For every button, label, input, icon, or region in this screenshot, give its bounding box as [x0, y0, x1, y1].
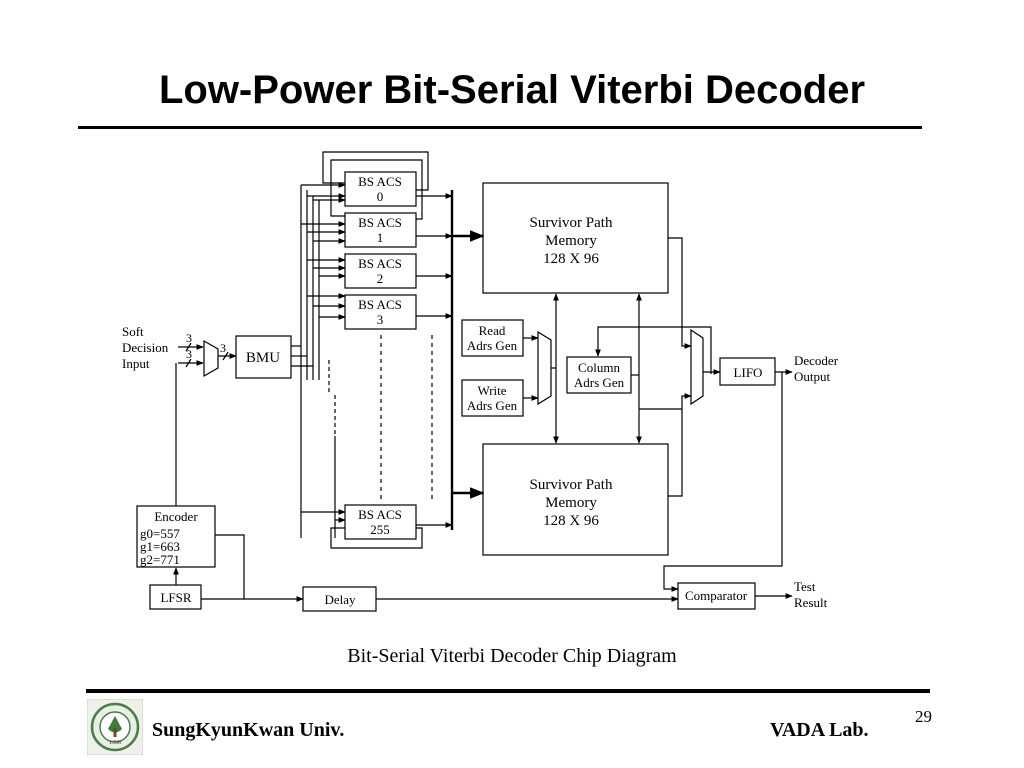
bus-width-bottom: 3: [186, 347, 192, 361]
acs-255-name: BS ACS: [358, 507, 402, 522]
acs-block-2: [344, 253, 417, 289]
footer-lab: VADA Lab.: [770, 719, 869, 741]
bus-slash-b: [185, 358, 192, 368]
comparator-label: Comparator: [685, 588, 748, 603]
column-gen-line-2: Adrs Gen: [574, 375, 625, 390]
output-to-comparator: [663, 372, 783, 592]
page-number: 29: [915, 707, 932, 726]
acs-0-index: 0: [377, 189, 384, 204]
delay-label: Delay: [324, 592, 356, 607]
encoder-to-delay: [215, 534, 245, 599]
bus-width-bmu: 3: [220, 341, 226, 355]
bus-slash-a: [185, 342, 192, 352]
diagram-caption: Bit-Serial Viterbi Decoder Chip Diagram: [347, 645, 677, 667]
mem-bottom-out: [668, 409, 683, 497]
bus-slash-c: [222, 351, 229, 361]
bus-width-top: 3: [186, 331, 192, 345]
column-feedback: [595, 326, 712, 374]
title-divider: [78, 126, 922, 129]
acs-block-1: [344, 212, 417, 248]
input-mux: [203, 339, 219, 378]
acs-255-feedback: [330, 527, 423, 549]
read-gen-line-2: Adrs Gen: [467, 338, 518, 353]
memory-top-line-2: Memory: [545, 233, 597, 249]
logo-year: 1398: [109, 740, 121, 746]
mem-top-out: [668, 237, 692, 349]
acs-1-name: BS ACS: [358, 215, 402, 230]
output-mux: [690, 328, 704, 406]
output-label-2: Output: [794, 369, 831, 384]
memory-bottom-line-2: Memory: [545, 495, 597, 511]
output-label-1: Decoder: [794, 353, 839, 368]
address-mux: [537, 330, 552, 406]
write-gen-line-2: Adrs Gen: [467, 398, 518, 413]
university-logo: 1398: [87, 699, 143, 755]
memory-top-line-1: Survivor Path: [530, 215, 613, 231]
acs-2-index: 2: [377, 271, 384, 286]
column-gen-line-1: Column: [578, 360, 620, 375]
test-label-2: Result: [794, 595, 828, 610]
lfsr-label: LFSR: [160, 590, 191, 605]
lifo-label: LIFO: [734, 365, 763, 380]
footer-divider: [86, 689, 930, 693]
memory-bottom-line-1: Survivor Path: [530, 477, 613, 493]
write-gen-line-1: Write: [477, 383, 506, 398]
encoder-g0: g0=557: [140, 526, 180, 541]
acs-0-name: BS ACS: [358, 174, 402, 189]
acs-2-name: BS ACS: [358, 256, 402, 271]
acs-feedback-inner: [330, 159, 423, 220]
column-to-out-mux: [639, 393, 692, 410]
test-label-1: Test: [794, 579, 816, 594]
acs-3-index: 3: [377, 312, 384, 327]
encoder-g1: g1=663: [140, 539, 180, 554]
memory-bottom-line-3: 128 X 96: [543, 513, 599, 529]
acs-feedback-outer: [322, 151, 429, 191]
acs-block-3: [344, 294, 417, 330]
acs-1-index: 1: [377, 230, 384, 245]
encoder-title: Encoder: [154, 509, 198, 524]
survivor-memory-bottom: [482, 443, 669, 556]
input-label-3: Input: [122, 356, 150, 371]
bmu-block: [235, 335, 292, 379]
input-label-2: Decision: [122, 340, 169, 355]
encoder-g2: g2=771: [140, 552, 180, 567]
bmu-label: BMU: [246, 350, 280, 366]
input-label-1: Soft: [122, 324, 144, 339]
slide-title: Low-Power Bit-Serial Viterbi Decoder: [158, 68, 866, 112]
acs-block-255: [344, 504, 417, 540]
read-gen-line-1: Read: [479, 323, 506, 338]
acs-block-0: [344, 171, 417, 207]
memory-top-line-3: 128 X 96: [543, 251, 599, 267]
acs-3-name: BS ACS: [358, 297, 402, 312]
acs-255-index: 255: [370, 522, 390, 537]
viterbi-chip-diagram: Soft Decision Input 3 3 3 BMU BS ACS 0 B…: [122, 151, 839, 612]
footer-university: SungKyunKwan Univ.: [152, 719, 345, 741]
